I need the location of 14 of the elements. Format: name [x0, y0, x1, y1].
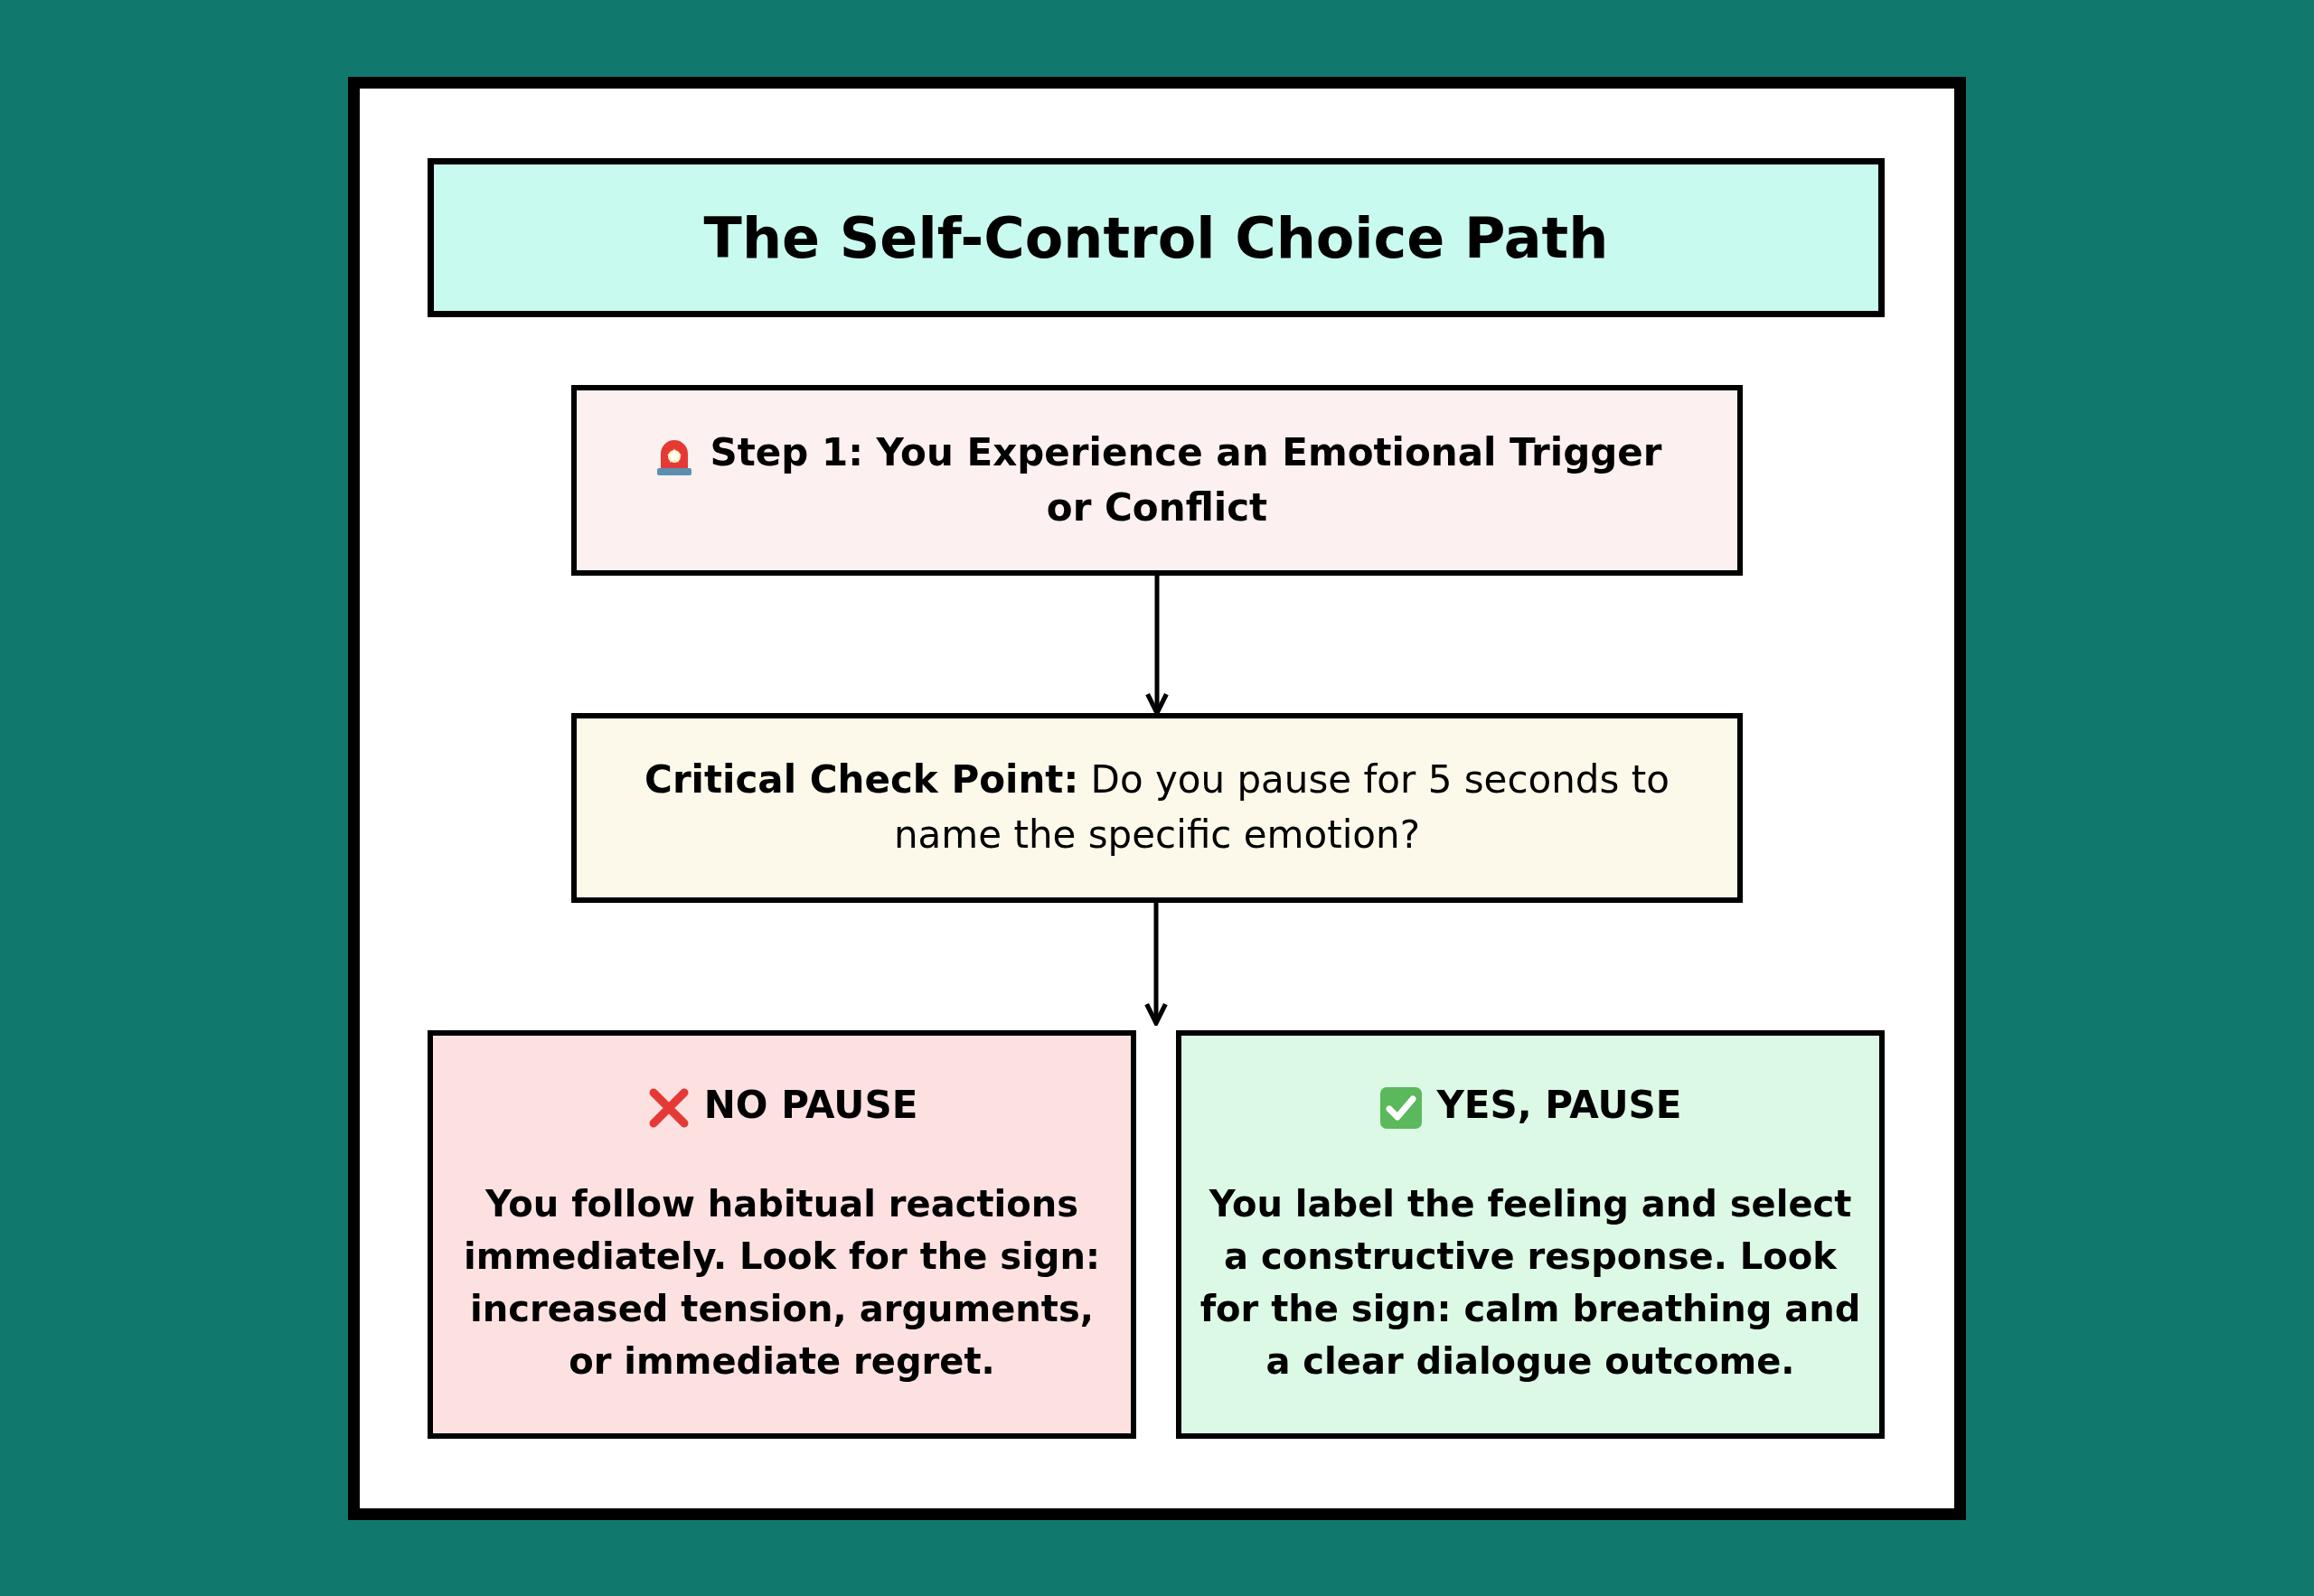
outcome-heading: YES, PAUSE — [1436, 1083, 1682, 1127]
decision-box — [571, 713, 1743, 903]
outcome-box — [428, 1030, 1136, 1439]
step-box — [571, 385, 1743, 576]
outcome-box — [1176, 1030, 1885, 1439]
step-text: Step 1: You Experience an Emotional Trigger or Conflict — [710, 429, 1662, 530]
heading-text: The Self-Control Choice Path — [703, 204, 1609, 271]
arrow — [1145, 576, 1169, 716]
outcome-description: You follow habitual reactions immediately. Look for the sign: increased tension, arguments, or immediate regret. — [463, 1181, 1101, 1384]
question-text: Critical Check Point: Do you pause for 5 seconds to name the specific emotion? — [644, 756, 1670, 859]
title-box — [428, 158, 1885, 317]
outcome-heading: NO PAUSE — [703, 1083, 918, 1127]
arrow — [1144, 903, 1168, 1026]
outcome-description: You label the feeling and select a constructive response. Look for the sign: calm breathing and a clear dialogue outcome. — [1199, 1181, 1862, 1384]
